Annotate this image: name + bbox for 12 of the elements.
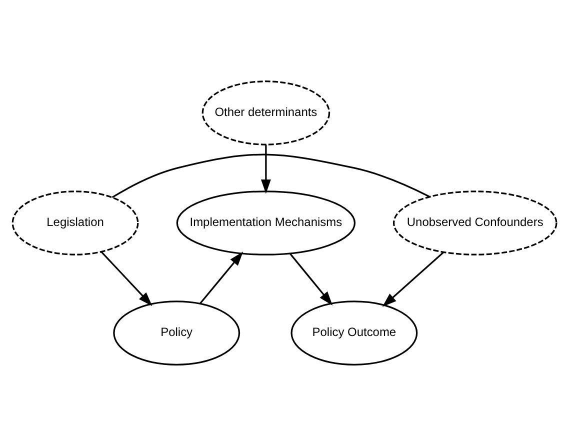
arrow xyxy=(199,251,244,304)
node-ellipse: Policy Outcome xyxy=(290,300,418,365)
node-ellipse: Policy xyxy=(113,300,240,365)
node-ellipse: Other determinants xyxy=(202,80,330,145)
connector xyxy=(112,153,430,198)
arrow xyxy=(382,251,444,306)
node-ellipse: Implementation Mechanisms xyxy=(176,190,356,255)
node-ellipse: Legislation xyxy=(12,190,139,255)
node-ellipse: Unobserved Confounders xyxy=(392,190,558,255)
arrow xyxy=(289,252,333,306)
arrow xyxy=(260,144,271,194)
arrow xyxy=(100,250,152,306)
